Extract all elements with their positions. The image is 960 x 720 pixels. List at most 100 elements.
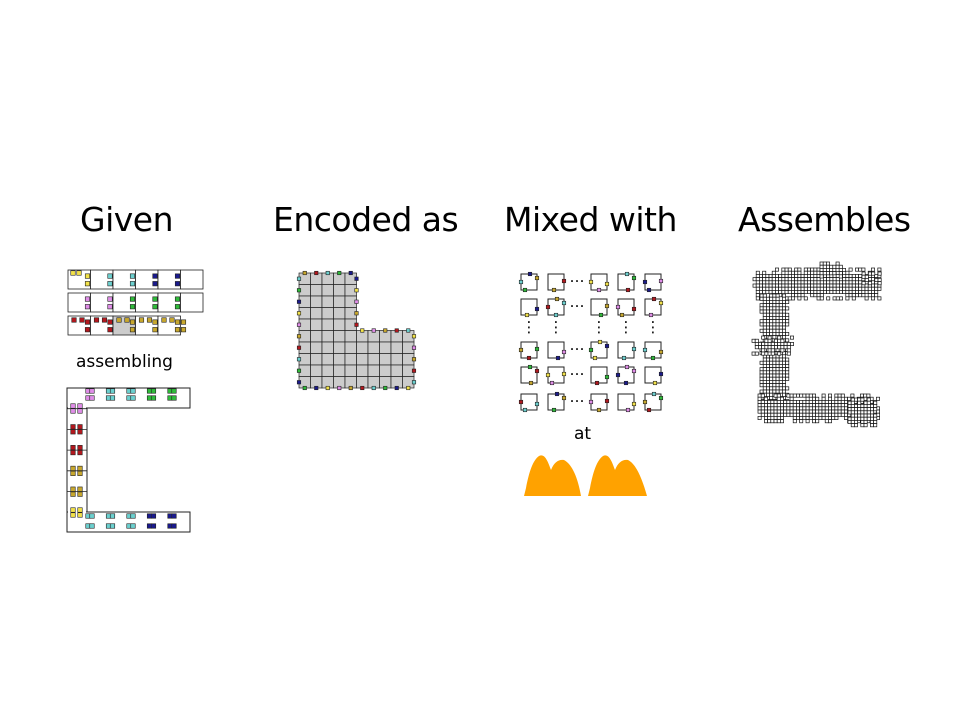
result-top-cell: [855, 283, 859, 288]
result-left-cell: [783, 342, 788, 346]
result-bottom-cell: [789, 412, 794, 417]
result-top-cell: [864, 274, 869, 279]
result-left-cell: [774, 345, 778, 350]
result-left-cell: [782, 376, 786, 381]
result-top-cell: [819, 274, 824, 279]
result-top-cell: [839, 283, 843, 288]
result-left-cell: [759, 367, 764, 372]
result-top-cell: [874, 290, 879, 294]
result-top-cell: [819, 264, 824, 269]
glue-marker: [77, 465, 83, 471]
result-top-cell: [807, 267, 811, 272]
result-top-cell: [797, 270, 802, 275]
result-top-cell: [797, 296, 802, 301]
result-left-cell: [790, 335, 794, 340]
result-left-cell: [778, 322, 783, 327]
result-left-cell: [759, 360, 764, 365]
result-bottom-cell: [860, 407, 865, 412]
glue-marker: [70, 491, 76, 497]
result-bottom-cell: [792, 400, 797, 404]
result-left-cell: [769, 306, 774, 311]
result-bottom-cell: [786, 393, 791, 398]
result-left-cell: [762, 316, 767, 320]
result-bottom-cell: [860, 410, 865, 415]
result-top-cell: [784, 267, 789, 272]
glue-marker: [70, 445, 76, 451]
glue-marker: [109, 388, 116, 394]
result-top-cell: [784, 280, 789, 285]
result-top-cell: [867, 286, 872, 291]
result-top-cell: [791, 277, 795, 282]
result-top-cell: [787, 267, 792, 272]
result-left-cell: [782, 360, 786, 365]
result-left-cell: [759, 389, 764, 394]
result-top-cell: [791, 296, 795, 301]
result-left-cell: [759, 303, 764, 308]
glue-marker: [411, 380, 417, 385]
result-left-cell: [769, 309, 774, 314]
result-left-cell: [774, 342, 778, 346]
result-left-cell: [766, 332, 770, 336]
result-top-cell: [755, 290, 760, 294]
result-top-cell: [838, 274, 843, 279]
result-left-cell: [775, 328, 780, 333]
glue-marker: [522, 287, 528, 293]
result-left-cell: [780, 342, 785, 346]
result-top-cell: [771, 277, 776, 282]
result-top-cell: [784, 286, 789, 291]
concentration-peaks: [524, 455, 647, 496]
result-left-cell: [778, 386, 783, 391]
encoded-cell: [333, 330, 346, 343]
result-bottom-cell: [821, 409, 826, 414]
result-left-cell: [775, 325, 780, 330]
vdots-label: ⋮: [646, 318, 661, 336]
result-top-cell: [845, 274, 850, 278]
result-bottom-cell: [770, 403, 775, 408]
result-bottom-cell: [796, 403, 800, 408]
glue-marker: [70, 403, 76, 409]
result-left-cell: [782, 319, 786, 324]
given-tile-set: [67, 269, 204, 336]
result-top-cell: [826, 283, 831, 288]
result-left-cell: [782, 300, 786, 304]
result-left-cell: [766, 306, 770, 311]
result-top-cell: [794, 280, 799, 285]
result-top-cell: [835, 283, 840, 288]
result-bottom-cell: [847, 404, 852, 408]
result-left-cell: [778, 370, 783, 375]
result-bottom-cell: [834, 393, 839, 398]
result-left-cell: [775, 367, 780, 372]
result-top-cell: [797, 274, 802, 278]
result-top-cell: [867, 293, 872, 298]
result-top-cell: [842, 290, 847, 294]
glue-marker: [314, 270, 319, 276]
result-left-cell: [762, 383, 767, 388]
glue-marker: [524, 312, 530, 318]
result-bottom-cell: [837, 412, 842, 417]
heading-encoded-as: Encoded as: [273, 200, 459, 239]
encoded-cell: [390, 341, 403, 354]
result-bottom-cell: [873, 404, 878, 408]
result-top-cell: [768, 290, 773, 294]
result-top-cell: [755, 286, 760, 291]
result-bottom-cell: [808, 416, 813, 420]
result-bottom-cell: [821, 403, 826, 408]
glue-marker: [621, 355, 627, 361]
result-left-cell: [772, 370, 777, 375]
result-bottom-cell: [783, 412, 788, 417]
encoded-cell: [310, 284, 323, 297]
result-top-cell: [823, 283, 827, 288]
result-bottom-cell: [773, 400, 778, 404]
result-top-cell: [823, 286, 827, 291]
result-top-cell: [797, 280, 802, 285]
result-bottom-cell: [764, 396, 768, 401]
result-bottom-cell: [870, 413, 874, 418]
result-top-cell: [838, 268, 843, 272]
result-bottom-cell: [776, 412, 781, 417]
result-left-cell: [758, 345, 762, 350]
result-top-cell: [813, 280, 818, 285]
result-left-cell: [782, 389, 786, 394]
result-top-cell: [855, 286, 859, 291]
glue-marker: [518, 279, 524, 285]
result-left-cell: [786, 348, 791, 353]
